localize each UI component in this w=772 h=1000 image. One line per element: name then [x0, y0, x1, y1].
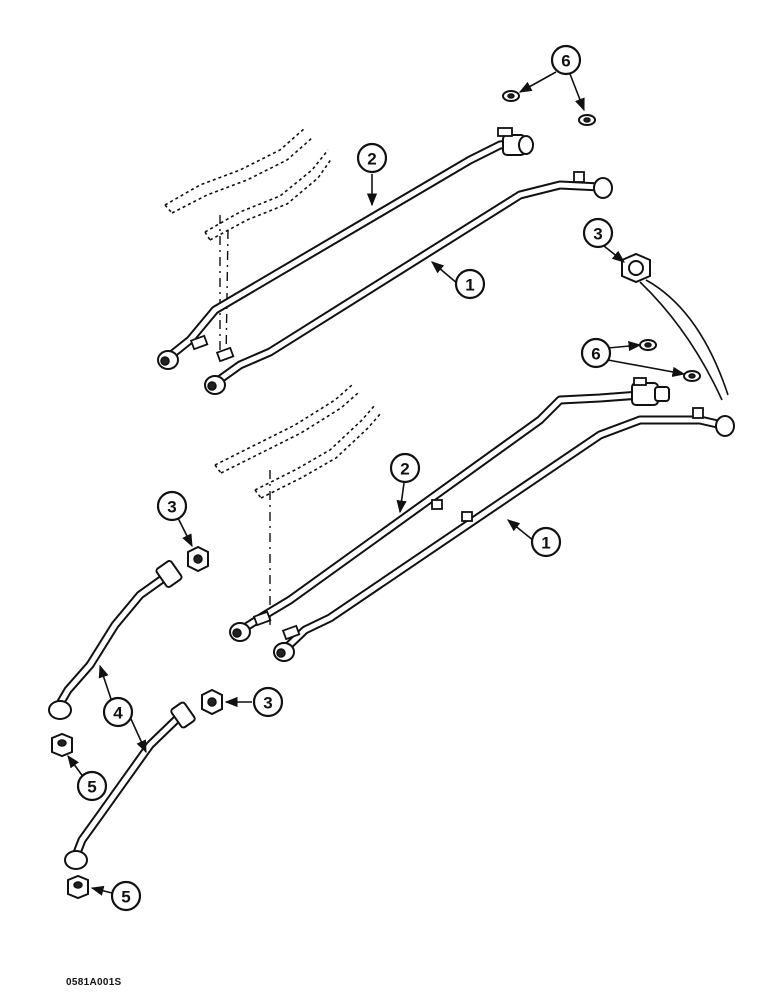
svg-text:1: 1 [465, 276, 474, 295]
callout-2-upper: 2 [356, 142, 388, 174]
callout-6-upper: 6 [550, 44, 582, 76]
upper-tube-1-end-fitting [593, 177, 613, 199]
svg-text:3: 3 [263, 694, 272, 713]
upper-mount-centerline-2 [225, 229, 229, 361]
lower-tube-2 [229, 377, 670, 642]
svg-text:3: 3 [167, 498, 176, 517]
callout-1-lower: 1 [530, 526, 562, 558]
callout-3-left-upper: 3 [156, 490, 188, 522]
callout-4: 4 [102, 696, 134, 728]
figure-code: 0581A001S [66, 977, 122, 988]
upper-frame-ghost [164, 127, 333, 241]
svg-text:4: 4 [113, 704, 123, 723]
lower-washer-a [639, 339, 657, 351]
hose-upper-swivel-nut [48, 700, 72, 720]
upper-tube-1 [204, 171, 613, 395]
upper-tube-1-end-nut [204, 375, 226, 395]
svg-text:5: 5 [87, 778, 96, 797]
hose-lower-end-fitting [170, 701, 196, 729]
upper-washer-a [502, 90, 520, 102]
callout-5-lower: 5 [110, 880, 142, 912]
svg-text:6: 6 [591, 345, 600, 364]
upper-tube-2-end-nut [157, 350, 179, 370]
connector-lower [67, 874, 89, 900]
callout-2-lower: 2 [389, 452, 421, 484]
svg-text:6: 6 [561, 52, 570, 71]
lower-tube-2-elbow-fitting [631, 377, 670, 406]
svg-text:3: 3 [593, 225, 602, 244]
connector-upper [51, 732, 73, 758]
svg-text:2: 2 [400, 460, 409, 479]
lower-adapter-fitting-b [201, 688, 223, 716]
callout-1-upper: 1 [454, 268, 486, 300]
hose-lower [64, 701, 196, 870]
upper-adapter-to-lower-line-2 [639, 281, 723, 401]
lower-adapter-fitting-a [187, 545, 209, 573]
lower-tube-1-end-nut [273, 642, 295, 662]
upper-adapter-to-lower-line [645, 279, 729, 396]
leader-lines [67, 71, 686, 896]
callout-5-upper: 5 [76, 770, 108, 802]
upper-tube-2 [157, 127, 534, 370]
hose-upper [48, 560, 183, 720]
hose-upper-end-fitting [155, 560, 183, 588]
hose-lower-swivel-nut [64, 850, 88, 870]
lower-tube-2-end-nut [229, 622, 251, 642]
callout-3-upper-right: 3 [582, 217, 614, 249]
callout-3-left-lower: 3 [252, 686, 284, 718]
lower-tube-1-end-fitting [715, 415, 735, 437]
upper-washer-b [578, 114, 596, 126]
callout-6-lower: 6 [580, 337, 612, 369]
svg-text:2: 2 [367, 150, 376, 169]
lower-tube-1 [273, 407, 735, 662]
lower-frame-ghost [214, 384, 382, 499]
upper-adapter-fitting [621, 252, 651, 284]
svg-text:1: 1 [541, 534, 550, 553]
upper-tube-2-elbow-fitting [497, 127, 534, 156]
svg-text:5: 5 [121, 888, 130, 907]
lower-washer-b [683, 370, 701, 382]
